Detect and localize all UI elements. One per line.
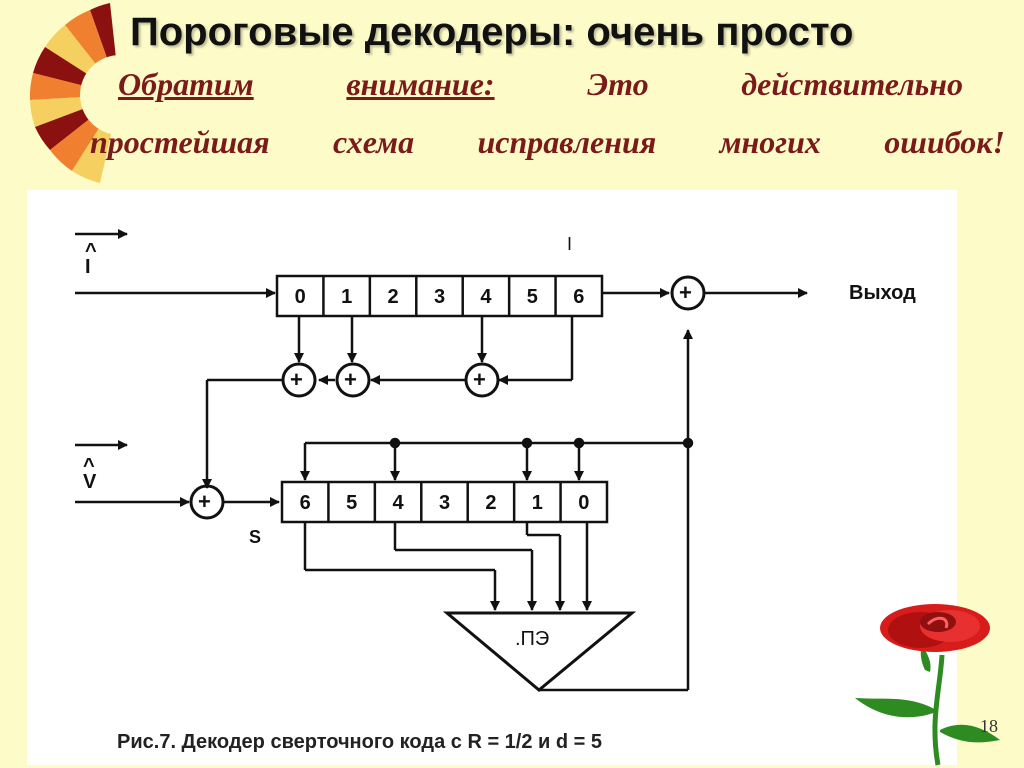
xor-adder-3 (464, 362, 500, 398)
subtitle-word: Обратим (118, 66, 254, 102)
subtitle-word: схема (332, 124, 415, 160)
input-v-label: ^V (83, 455, 97, 493)
adder-symbol: + (679, 280, 692, 305)
bottom-register-cell: 4 (393, 492, 405, 514)
bottom-register-cell: 3 (439, 492, 450, 514)
subtitle-word: ошибок! (884, 124, 1005, 160)
bottom-register-cell: 6 (300, 492, 311, 514)
top-register-cell: 5 (527, 286, 538, 308)
figure-caption: Рис.7. Декодер сверточного кода с R = 1/… (117, 731, 602, 753)
adder-symbol: + (344, 367, 357, 392)
input-i-label: ^I (85, 240, 97, 278)
xor-adder-2 (335, 362, 371, 398)
top-register-cell: 0 (295, 286, 306, 308)
threshold-element (442, 611, 637, 692)
subtitle-line-2: простейшая схема исправления многих ошиб… (90, 124, 1005, 161)
marker-label: I (567, 234, 572, 254)
page-number: 18 (980, 716, 998, 736)
subtitle-word: простейшая (90, 124, 270, 160)
decorative-fan (29, 3, 130, 183)
subtitle-word: действительно (741, 66, 963, 102)
bottom-register-cell: 0 (578, 492, 589, 514)
threshold-label: .ПЭ (515, 628, 549, 650)
slide-title: Пороговые декодеры: очень просто (130, 10, 854, 54)
top-register (275, 274, 604, 318)
bottom-register-cell: 5 (346, 492, 357, 514)
subtitle-word: исправления (477, 124, 657, 160)
adder-symbol: + (198, 489, 211, 514)
subtitle-line-1: Обратим внимание: Это действительно (118, 66, 963, 103)
top-register-cell: 3 (434, 286, 445, 308)
rose-decoration (855, 604, 1000, 766)
top-register-cell: 4 (480, 286, 492, 308)
bottom-register (280, 480, 609, 524)
top-register-cell: 6 (573, 286, 584, 308)
output-label: Выход (849, 282, 916, 304)
adder-symbol: + (473, 367, 486, 392)
subtitle-word: многих (719, 124, 821, 160)
bottom-register-cell: 2 (485, 492, 496, 514)
syndrome-label: S (249, 527, 261, 547)
top-register-cell: 1 (341, 286, 352, 308)
top-register-cell: 2 (388, 286, 399, 308)
subtitle-word: Это (587, 66, 649, 102)
bottom-register-cell: 1 (532, 492, 543, 514)
adder-symbol: + (290, 367, 303, 392)
decoder-diagram: ^I 0 1 2 3 4 5 6 I + Выход + + + ^V + S (27, 190, 957, 765)
subtitle-word: внимание: (346, 66, 495, 102)
